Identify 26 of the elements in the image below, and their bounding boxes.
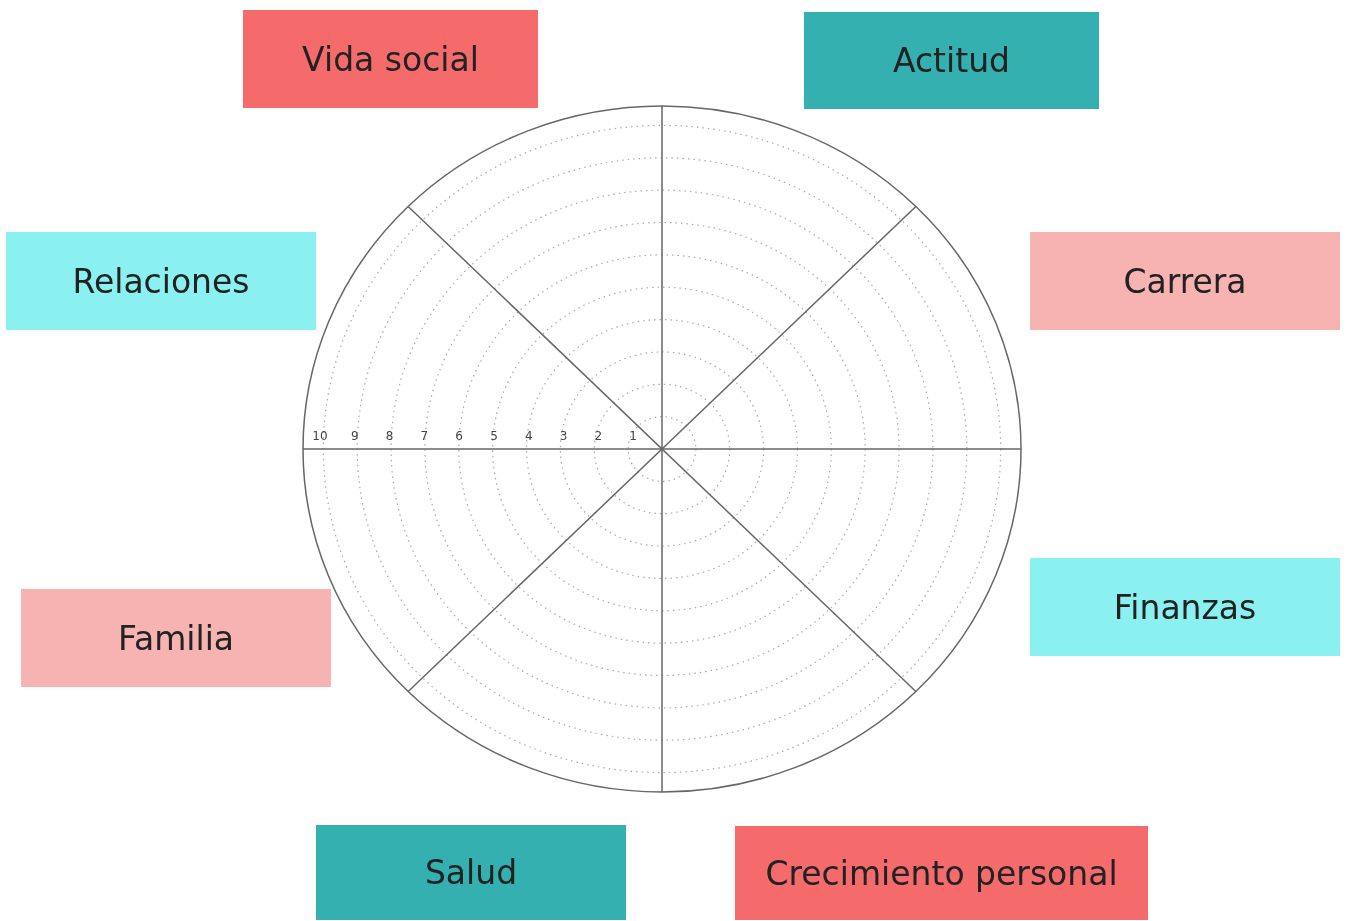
- category-box: [735, 826, 1148, 920]
- category-box: [6, 232, 316, 330]
- category-box: [804, 12, 1099, 109]
- category-label: Vida social: [302, 39, 479, 79]
- scale-number: 5: [490, 429, 498, 443]
- category-box: [1030, 558, 1340, 656]
- category-box: [1030, 232, 1340, 330]
- category-box: [21, 589, 331, 687]
- category-box: [243, 10, 538, 108]
- category-label: Relaciones: [72, 261, 250, 301]
- category-label: Carrera: [1123, 261, 1247, 301]
- scale-number: 3: [559, 429, 568, 443]
- scale-number: 1: [629, 429, 637, 443]
- scale-number: 2: [594, 429, 603, 443]
- scale-number: 8: [385, 429, 394, 443]
- scale-number: 9: [351, 429, 359, 443]
- category-label: Salud: [424, 853, 518, 892]
- category-label: Crecimiento personal: [765, 853, 1118, 893]
- scale-number: 6: [455, 429, 463, 443]
- scale-number: 4: [525, 429, 533, 443]
- category-label: Finanzas: [1113, 587, 1257, 627]
- scale-number: 10: [312, 429, 328, 443]
- category-box: [316, 825, 626, 920]
- category-label: Familia: [117, 618, 235, 658]
- category-label: Actitud: [892, 41, 1010, 80]
- scale-number: 7: [420, 429, 429, 443]
